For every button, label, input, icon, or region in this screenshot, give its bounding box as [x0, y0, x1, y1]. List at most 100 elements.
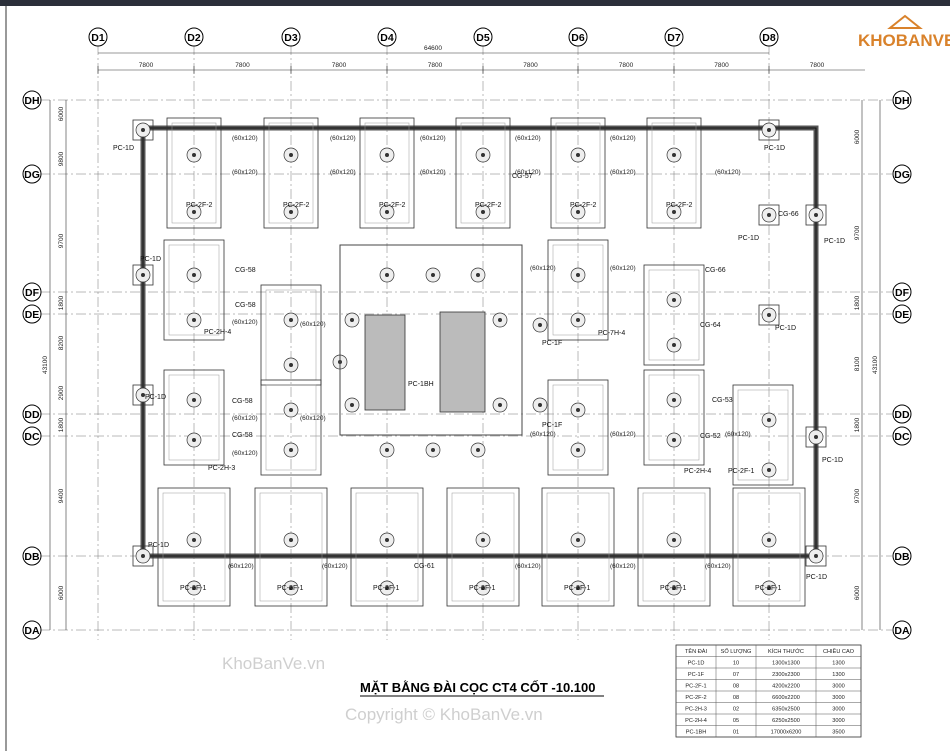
pile-center [289, 153, 293, 157]
pile-center [576, 273, 580, 277]
pile-cap [260, 379, 322, 476]
pile-cap [547, 379, 609, 476]
table-cell: 3000 [832, 707, 844, 713]
dim-right-label: 9700 [854, 225, 861, 240]
table-cell: 2300x2300 [772, 672, 800, 678]
dim-right-label: 6000 [854, 129, 861, 144]
pile-cap [163, 369, 225, 466]
pile-cap-label: PC-1F [542, 422, 562, 429]
pile-cap-1d [758, 119, 780, 141]
beam-mark-label: CG-58 [235, 267, 256, 274]
pile-center [576, 318, 580, 322]
logo-text: KHOBANVE [858, 31, 950, 50]
pile-center [481, 586, 485, 590]
pile-cap-label: PC-1D [824, 238, 845, 245]
grid-bubble-label: DE [25, 309, 40, 321]
table-cell: 4200x2200 [772, 684, 800, 690]
pile-cap [254, 487, 328, 607]
dim-right-label: 1800 [854, 417, 861, 432]
pile-cap-inner [642, 492, 706, 602]
pile-center [350, 403, 354, 407]
beam-mark-label: CG-52 [700, 433, 721, 440]
pile-cap [550, 117, 606, 229]
pile-center [289, 448, 293, 452]
pile-cap [541, 487, 615, 607]
pile-center [672, 438, 676, 442]
beam-mark-label: CG-58 [235, 302, 256, 309]
grid-bubble-circle [892, 90, 912, 110]
pile-cap [350, 487, 424, 607]
pile-cap-outline [550, 117, 606, 229]
table-cell: PC-2H-4 [685, 718, 707, 724]
pile-cap-outline [643, 369, 705, 466]
pile-cap-inner [168, 244, 220, 336]
pile-cap-label: PC-2H-4 [684, 468, 711, 475]
grid-bubble-label: DD [894, 409, 910, 421]
pile-cap-label: PC-2F-1 [373, 585, 400, 592]
pile-center [481, 153, 485, 157]
pile-cap-label: PC-2F-2 [666, 202, 693, 209]
pile-center [481, 210, 485, 214]
pile-center [481, 538, 485, 542]
grid-bubble-circle [759, 27, 779, 47]
table-cell: 3000 [832, 695, 844, 701]
pile-cap [643, 369, 705, 466]
grid-bubble-circle [377, 27, 397, 47]
watermark-top: KhoBanVe.vn [222, 654, 325, 673]
grid-bubble-label: DF [895, 287, 910, 299]
pile-cap-1d [132, 264, 154, 286]
pile-cap-outline [163, 369, 225, 466]
grid-bubble-circle [22, 304, 42, 324]
table-cell: 6600x2200 [772, 695, 800, 701]
grid-bubble-circle [892, 304, 912, 324]
pile-cap-1d [758, 304, 780, 326]
pile-cap-inner [648, 269, 700, 361]
pile-cap-inner [552, 244, 604, 336]
pile-cap-outline [643, 264, 705, 366]
pile-center [289, 586, 293, 590]
pile-center [289, 210, 293, 214]
table-cell: PC-2F-2 [685, 695, 706, 701]
grid-bubble-label: DC [24, 431, 40, 443]
pile-cap-outline [732, 384, 794, 486]
pile-center [385, 538, 389, 542]
pile-cap-label: PC-2F-2 [475, 202, 502, 209]
pile-center [672, 343, 676, 347]
grid-bubble-circle [892, 546, 912, 566]
pile-center [192, 153, 196, 157]
pile-center [538, 403, 542, 407]
dim-left-label: 9400 [58, 488, 65, 503]
pile-cap-inner [171, 122, 217, 224]
pile-cap-outline [646, 117, 702, 229]
dim-right-label: 1800 [854, 295, 861, 310]
dim-right-label: 9700 [854, 488, 861, 503]
table-cell: 08 [733, 684, 739, 690]
pile-center [576, 153, 580, 157]
pile-center [498, 403, 502, 407]
pile-cap-inner [648, 374, 700, 461]
pile-cap-inner [451, 492, 515, 602]
table-cell: 10 [733, 661, 739, 667]
dim-left-label: 6000 [58, 585, 65, 600]
pile-cap-1d [132, 119, 154, 141]
pile-cap-label: PC-1D [775, 325, 796, 332]
beam-label: (60x120) [610, 265, 636, 272]
pile-cap-outline [157, 487, 231, 607]
pile-center [431, 273, 435, 277]
beam-label: (60x120) [228, 563, 254, 570]
grid-bubble-circle [22, 164, 42, 184]
beam-mark-label: CG-58 [232, 432, 253, 439]
pile-cap-inner [162, 492, 226, 602]
pile-cap-outline [732, 487, 806, 607]
grid-bubble-label: DG [894, 169, 910, 181]
pile-cap-label: PC-2F-2 [570, 202, 597, 209]
drawing-title: MẶT BẰNG ĐÀI CỌC CT4 CỐT -10.100 [360, 680, 595, 695]
grid-bubble-circle [22, 282, 42, 302]
grid-bubble-circle [22, 90, 42, 110]
pile-cap-label: PC-2F-2 [283, 202, 310, 209]
pile-center [767, 213, 771, 217]
pile-cap-outline [350, 487, 424, 607]
table-cell: PC-2H-3 [685, 707, 707, 713]
